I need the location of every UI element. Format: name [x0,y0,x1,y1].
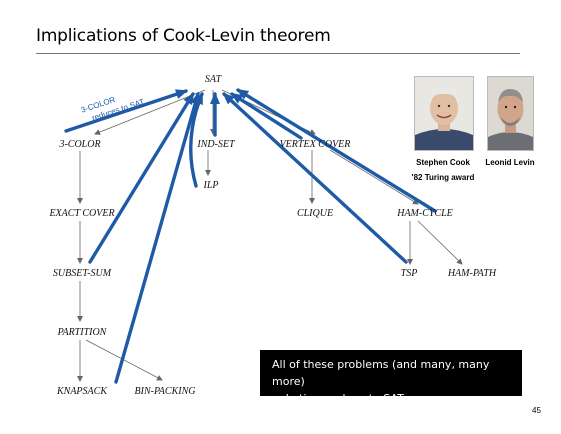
node-bin-packing: BIN-PACKING [135,386,196,397]
node-exact-cover: EXACT COVER [48,208,114,219]
cook-name: Stephen Cook [416,158,470,167]
blue-arrow-exactcover [88,92,195,264]
node-partition: PARTITION [57,327,108,338]
stephen-cook-photo [414,76,474,151]
node-clique: CLIQUE [297,208,333,219]
blue-arrow-hamcycle [236,88,437,213]
callout-line1: All of these problems (and many, many mo… [272,358,490,388]
cook-award: '82 Turing award [411,173,475,182]
blue-arrow-vertexcover [230,92,303,140]
node-tsp: TSP [401,268,418,279]
blue-arrow-knapsack [114,92,201,384]
node-ham-path: HAM-PATH [447,268,497,279]
edge-vertexcover-hamcycle [329,149,419,205]
node-ham-cycle: HAM-CYCLE [396,208,453,219]
node-subset-sum: SUBSET-SUM [53,268,112,279]
node-ilp: ILP [203,180,219,191]
page-number: 45 [532,406,541,415]
node-sat: SAT [205,74,223,85]
summary-callout: All of these problems (and many, many mo… [260,350,522,405]
edge-hamcycle-hampath [417,220,463,265]
levin-name: Leonid Levin [485,158,535,167]
callout-line2: poly-time reduce to SAT. [272,392,407,405]
blue-arrow-threecolor [64,89,188,133]
node-ind-set: IND-SET [196,139,236,150]
slide-title: Implications of Cook-Levin theorem [36,26,331,46]
leonid-levin-photo [487,76,534,151]
leonid-levin-caption: Leonid Levin [476,155,544,170]
node-knapsack: KNAPSACK [56,386,108,397]
title-divider [36,53,520,54]
node-vertex-cover: VERTEX COVER [280,139,351,150]
stephen-cook-caption: Stephen Cook '82 Turing award [396,155,490,185]
blue-arrow-tsp [222,92,408,264]
node-three-color: 3-COLOR [58,139,100,150]
